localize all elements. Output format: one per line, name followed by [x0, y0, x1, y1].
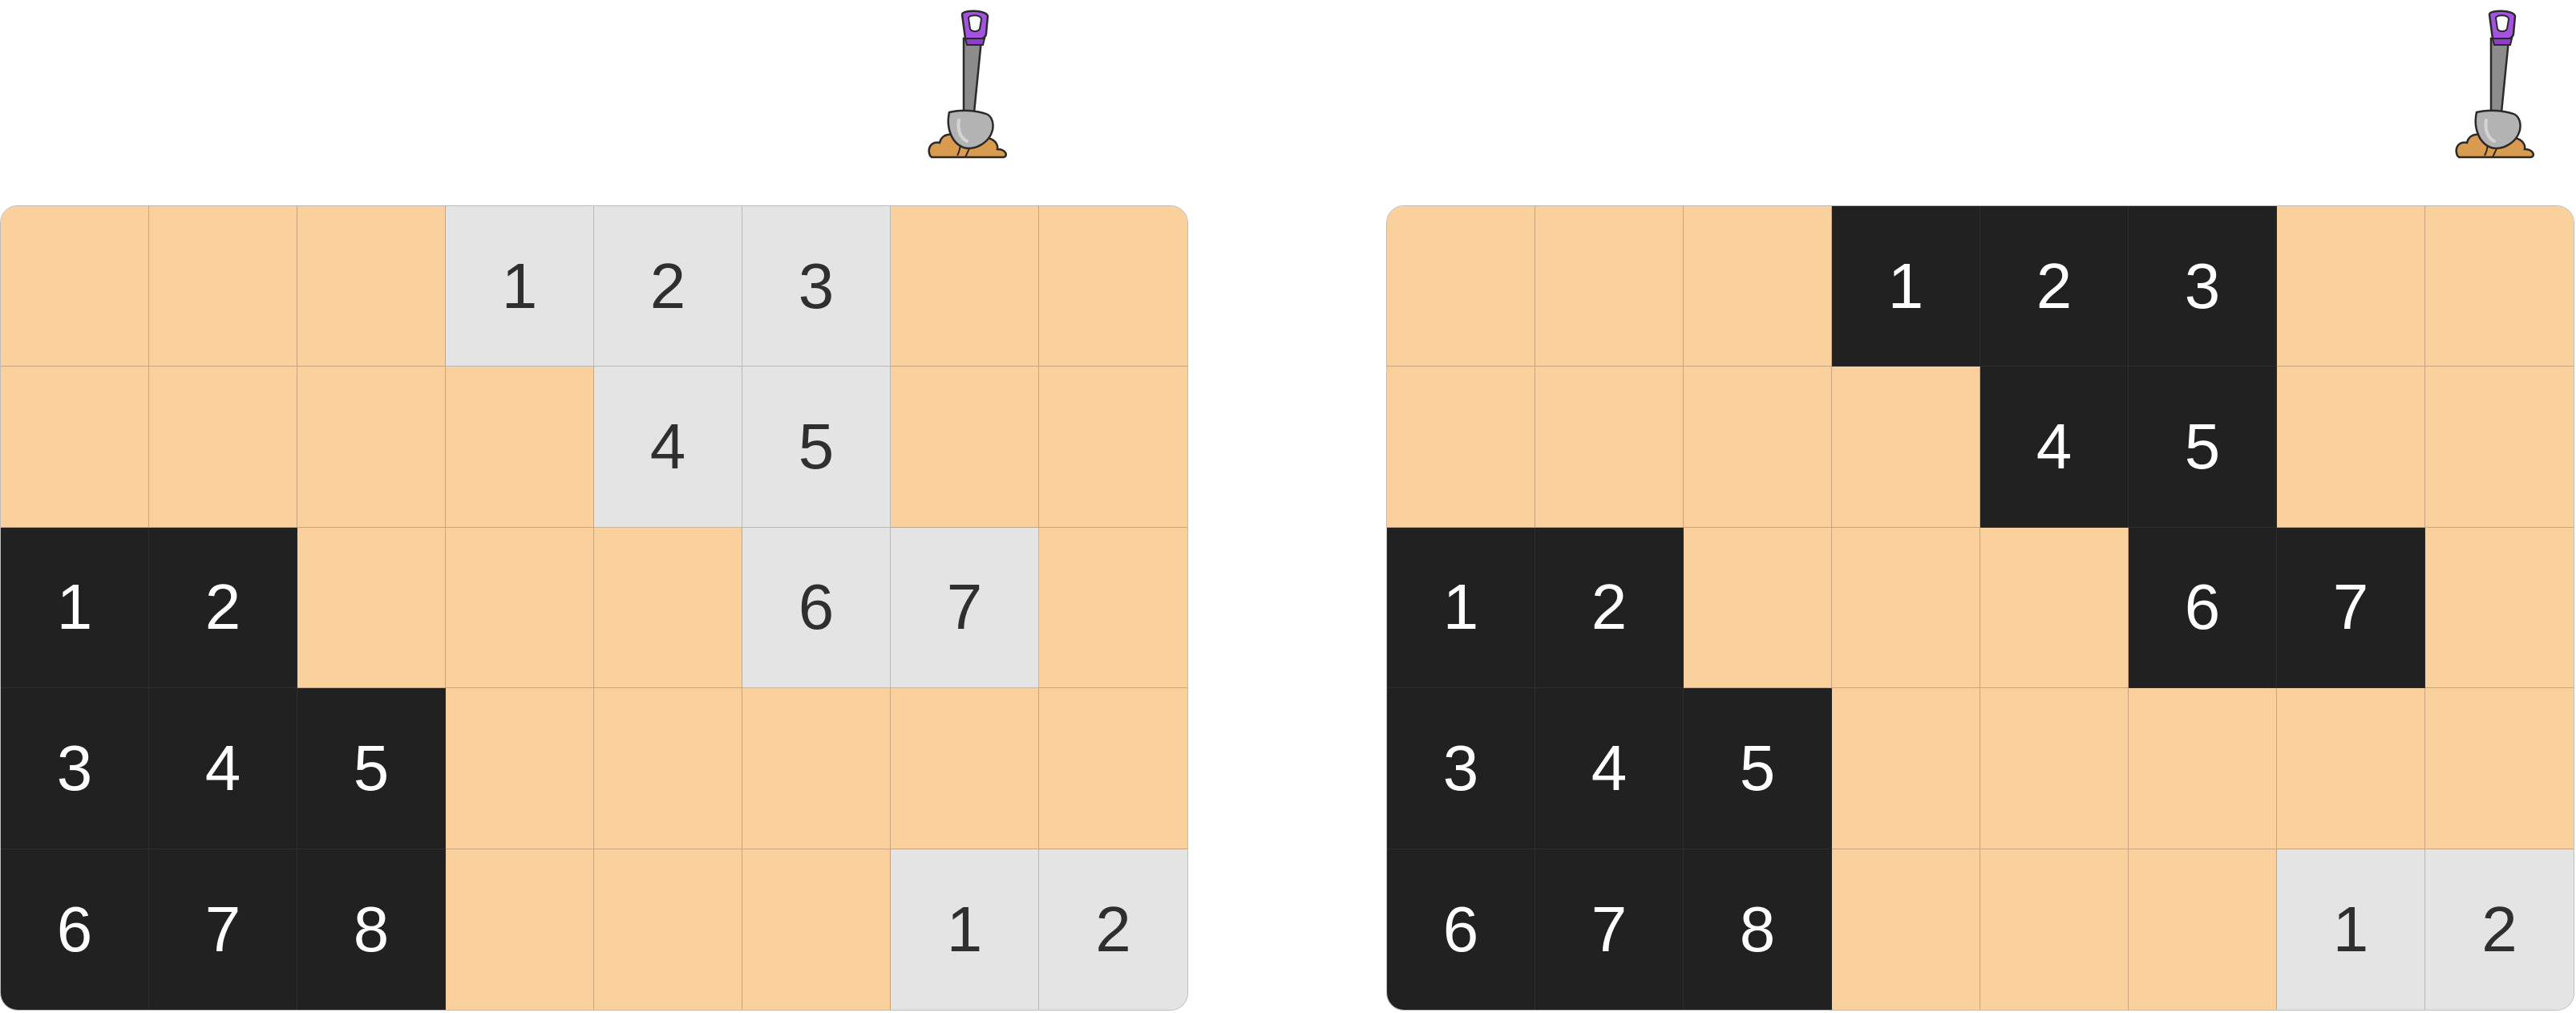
- grid-cell[interactable]: [1535, 206, 1684, 367]
- grid-cell[interactable]: [446, 688, 594, 849]
- grid-cell[interactable]: [594, 527, 742, 689]
- grid-cell[interactable]: 8: [297, 849, 446, 1010]
- grid-cell[interactable]: [1, 206, 149, 367]
- grid-cell[interactable]: [1387, 367, 1535, 528]
- grid-cell[interactable]: [1684, 367, 1832, 528]
- grid-cell[interactable]: [2425, 367, 2574, 528]
- grid-cell[interactable]: 4: [1980, 367, 2129, 528]
- grid-cell[interactable]: [891, 206, 1039, 367]
- grid-cell[interactable]: [891, 367, 1039, 528]
- grid-cell[interactable]: [1832, 527, 1980, 689]
- grid-cell[interactable]: 2: [594, 206, 742, 367]
- grid-cell[interactable]: [1684, 527, 1832, 689]
- grid-cell[interactable]: [1, 367, 149, 528]
- grid-cell[interactable]: 1: [891, 849, 1039, 1010]
- grid-cell[interactable]: 6: [1, 849, 149, 1010]
- grid-cell[interactable]: 2: [149, 527, 297, 689]
- grid-cell[interactable]: 5: [297, 688, 446, 849]
- grid-cell[interactable]: [1387, 206, 1535, 367]
- grid-cell[interactable]: 1: [446, 206, 594, 367]
- grid-cell[interactable]: 6: [2129, 527, 2277, 689]
- grid-cell[interactable]: 1: [2277, 849, 2425, 1010]
- grid-cell[interactable]: [2129, 849, 2277, 1010]
- grid-cell[interactable]: 6: [742, 527, 891, 689]
- grid-cell[interactable]: [1039, 206, 1187, 367]
- grid-cell[interactable]: 3: [742, 206, 891, 367]
- grid-cell[interactable]: [2129, 688, 2277, 849]
- shovel-icon[interactable]: [2441, 6, 2554, 159]
- grid-cell[interactable]: [1980, 688, 2129, 849]
- grid-cell[interactable]: [297, 367, 446, 528]
- grid-cell[interactable]: 5: [1684, 688, 1832, 849]
- grid-cell[interactable]: [2425, 527, 2574, 689]
- grid-cell[interactable]: [1535, 367, 1684, 528]
- grid-cell[interactable]: 7: [2277, 527, 2425, 689]
- grid-cell[interactable]: [891, 688, 1039, 849]
- grid-cell[interactable]: [446, 367, 594, 528]
- grid-cell[interactable]: 3: [1387, 688, 1535, 849]
- grid-cell[interactable]: 4: [1535, 688, 1684, 849]
- grid-cell[interactable]: [1980, 849, 2129, 1010]
- grid-cell[interactable]: 1: [1832, 206, 1980, 367]
- grid-cell[interactable]: 2: [2425, 849, 2574, 1010]
- grid-cell[interactable]: 7: [891, 527, 1039, 689]
- grid-cell[interactable]: 8: [1684, 849, 1832, 1010]
- grid-cell[interactable]: [1039, 527, 1187, 689]
- grid-cell[interactable]: [1832, 367, 1980, 528]
- grid-cell[interactable]: [149, 206, 297, 367]
- grid-cell[interactable]: [297, 206, 446, 367]
- grid-cell[interactable]: [1039, 367, 1187, 528]
- grid-cell[interactable]: 3: [1, 688, 149, 849]
- grid-cell[interactable]: [742, 688, 891, 849]
- grid-cell[interactable]: 4: [149, 688, 297, 849]
- grid-cell[interactable]: 4: [594, 367, 742, 528]
- grid-cell[interactable]: [446, 849, 594, 1010]
- grid-cell[interactable]: 1: [1387, 527, 1535, 689]
- grid-cell[interactable]: [149, 367, 297, 528]
- grid-cell[interactable]: [2425, 688, 2574, 849]
- grid-cell[interactable]: [2425, 206, 2574, 367]
- grid-cell[interactable]: 3: [2129, 206, 2277, 367]
- grid-cell[interactable]: [2277, 688, 2425, 849]
- grid-cell[interactable]: [594, 688, 742, 849]
- grid-cell[interactable]: 6: [1387, 849, 1535, 1010]
- grid-cell[interactable]: 2: [1535, 527, 1684, 689]
- grid-cell[interactable]: 2: [1039, 849, 1187, 1010]
- shovel-icon[interactable]: [914, 6, 1026, 159]
- grid-cell[interactable]: [1684, 206, 1832, 367]
- grid-cell[interactable]: [594, 849, 742, 1010]
- grid-cell[interactable]: 7: [1535, 849, 1684, 1010]
- grid-cell[interactable]: [1039, 688, 1187, 849]
- grid-cell[interactable]: [297, 527, 446, 689]
- grid-cell[interactable]: [1832, 688, 1980, 849]
- grid-cell[interactable]: [1832, 849, 1980, 1010]
- grid-cell[interactable]: [2277, 206, 2425, 367]
- grid-cell[interactable]: 5: [2129, 367, 2277, 528]
- grid-cell[interactable]: [742, 849, 891, 1010]
- grid-cell[interactable]: 1: [1, 527, 149, 689]
- grid-cell[interactable]: 5: [742, 367, 891, 528]
- grid-cell[interactable]: 2: [1980, 206, 2129, 367]
- grid-cell[interactable]: 7: [149, 849, 297, 1010]
- grid-cell[interactable]: [2277, 367, 2425, 528]
- grid-cell[interactable]: [1980, 527, 2129, 689]
- grid-cell[interactable]: [446, 527, 594, 689]
